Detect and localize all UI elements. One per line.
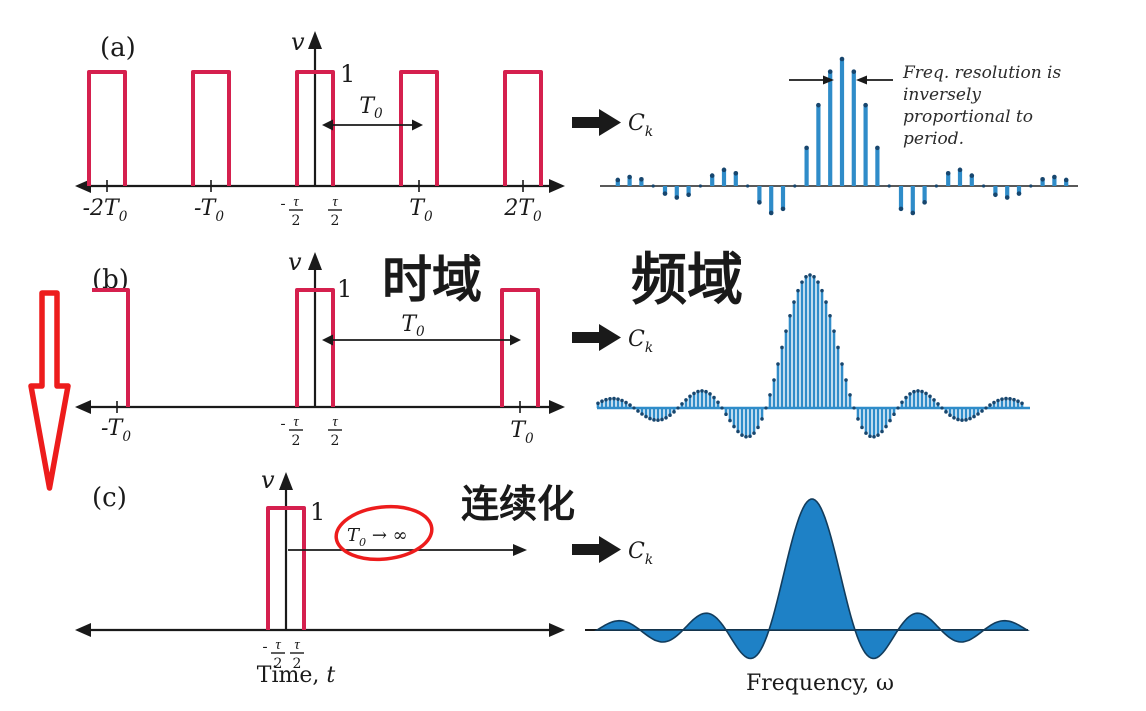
svg-text:-: - <box>281 416 286 432</box>
pulse <box>266 506 306 630</box>
axis-arrow-right-icon <box>549 400 565 414</box>
limit-label: T0 → ∞ <box>347 525 408 549</box>
svg-text:2: 2 <box>293 656 302 672</box>
continuization-heading: 连续化 <box>461 482 575 526</box>
pulse-train-b <box>92 288 540 407</box>
maps-to-arrowhead-icon <box>599 109 621 136</box>
pulse <box>503 70 543 186</box>
svg-text:τ: τ <box>294 637 300 653</box>
resolution-arrow-right-icon <box>823 75 834 85</box>
red-down-flow-arrow-icon <box>28 290 71 491</box>
tick-label-negT0: -T0 <box>194 196 224 225</box>
svg-text:τ: τ <box>293 194 299 210</box>
maps-to-arrow-icon <box>572 544 599 555</box>
tick-label-neg2T0: -2T0 <box>83 196 128 225</box>
pulse-partial <box>92 288 130 407</box>
measure-arrow-left-icon <box>322 334 333 346</box>
axis-arrow-left-icon <box>75 400 91 414</box>
svg-text:2: 2 <box>331 213 340 229</box>
pulse <box>191 70 231 186</box>
period-label: T0 <box>401 312 425 340</box>
v-axis-label: v <box>261 466 275 494</box>
spectrum-c-area <box>594 498 1030 660</box>
tick-label-neg-tau-half: - τ 2 <box>281 194 303 229</box>
ticks-a <box>106 180 524 192</box>
row-b: v (b) 1 T0 -T0 T0 - τ 2 τ 2 Ck <box>75 248 1030 449</box>
svg-text:-: - <box>263 639 268 655</box>
ck-label: Ck <box>628 539 653 568</box>
pulse <box>500 288 540 407</box>
svg-text:2: 2 <box>292 433 301 449</box>
row-c: v (c) 1 T0 → ∞ - τ 2 τ 2 Ck Time, t Freq… <box>75 466 1030 696</box>
svg-text:τ: τ <box>275 637 281 653</box>
measure-arrow-right-icon <box>412 119 423 131</box>
resolution-arrow-left-icon <box>856 75 867 85</box>
period-label: T0 <box>359 94 383 122</box>
svg-text:-: - <box>281 196 286 212</box>
row-tag: (a) <box>100 33 136 63</box>
svg-text:τ: τ <box>293 414 299 430</box>
axis-arrow-up-icon <box>308 31 322 49</box>
v-axis-label: v <box>291 28 305 56</box>
row-tag: (c) <box>92 483 127 513</box>
pulse <box>295 288 335 407</box>
tick-label-pos-tau-half: τ 2 <box>290 637 304 672</box>
svg-text:2: 2 <box>274 656 283 672</box>
ck-label: Ck <box>628 111 653 140</box>
tick-label-T0: T0 <box>409 196 433 225</box>
axis-arrow-left-icon <box>75 623 91 637</box>
tick-label-pos-tau-half: τ 2 <box>328 194 342 229</box>
svg-text:τ: τ <box>332 414 338 430</box>
axis-arrow-right-icon <box>549 623 565 637</box>
amplitude-label: 1 <box>340 60 355 88</box>
svg-text:2: 2 <box>331 433 340 449</box>
amplitude-label: 1 <box>337 275 352 303</box>
maps-to-arrow-icon <box>572 332 599 343</box>
time-domain-heading: 时域 <box>382 251 482 309</box>
limit-arrow-right-icon <box>513 544 527 556</box>
tick-label-pos-tau-half: τ 2 <box>328 414 342 449</box>
red-highlight-ellipse <box>334 504 434 562</box>
pulse <box>399 70 439 186</box>
tick-label-T0: T0 <box>510 418 534 447</box>
svg-text:τ: τ <box>332 194 338 210</box>
spectrum-b-stems <box>596 273 1024 439</box>
maps-to-arrow-icon <box>572 117 599 128</box>
axis-arrow-up-icon <box>279 472 293 490</box>
maps-to-arrowhead-icon <box>599 536 621 563</box>
ticks-b <box>116 401 521 413</box>
v-axis-label: v <box>288 248 302 276</box>
pulse <box>87 70 127 186</box>
ck-label: Ck <box>628 327 653 356</box>
axis-arrow-up-icon <box>308 252 322 270</box>
amplitude-label: 1 <box>310 498 325 526</box>
tick-label-neg-tau-half: - τ 2 <box>263 637 285 672</box>
row-a: v (a) 1 T0 -2T0 -T0 T0 2T0 - τ 2 <box>75 28 1078 229</box>
tick-label-negT0: -T0 <box>101 416 131 445</box>
maps-to-arrowhead-icon <box>599 324 621 351</box>
svg-text:2: 2 <box>292 213 301 229</box>
frequency-axis-caption: Frequency, ω <box>746 671 894 696</box>
measure-arrow-left-icon <box>322 119 333 131</box>
freq-domain-heading: 频域 <box>631 248 743 313</box>
axis-arrow-right-icon <box>549 179 565 193</box>
measure-arrow-right-icon <box>510 334 521 346</box>
time-axis-caption: Time, t <box>257 663 336 688</box>
spectrum-a-stems <box>615 56 1069 216</box>
tick-label-2T0: 2T0 <box>503 196 542 225</box>
tick-label-neg-tau-half: - τ 2 <box>281 414 303 449</box>
